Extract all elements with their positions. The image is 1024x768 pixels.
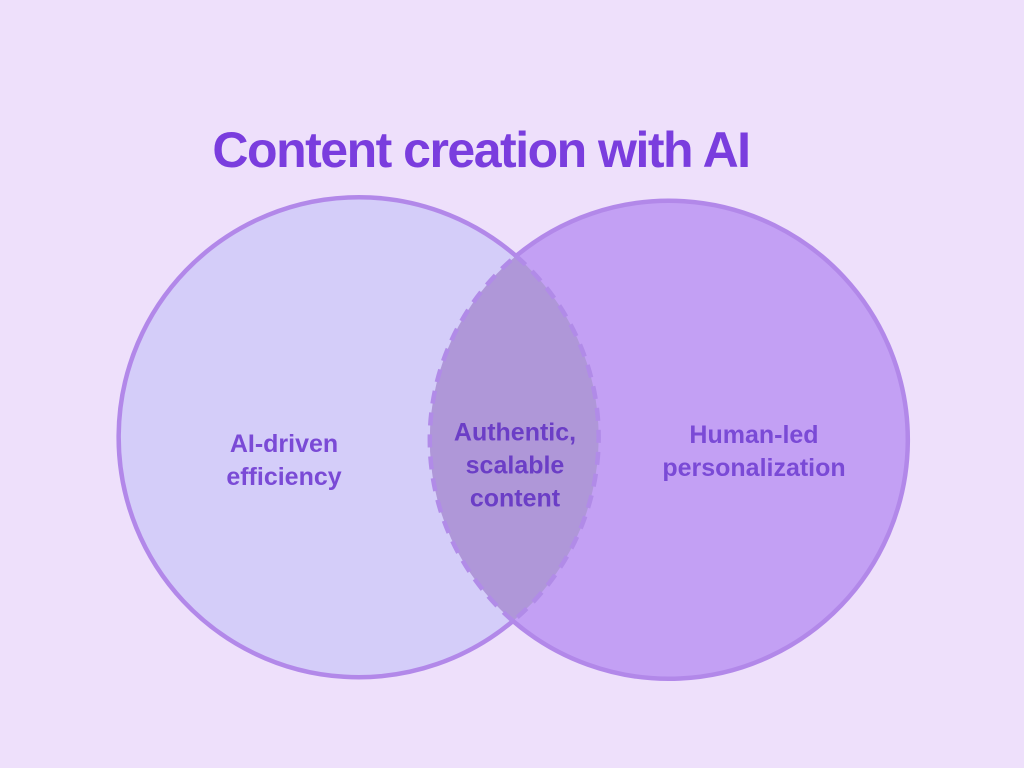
overlap-lens [429,256,599,621]
left-circle-label: AI-driven efficiency [226,430,342,491]
left-circle-outline [116,195,518,680]
overlap-label: Authentic, scalable content [453,418,577,513]
right-circle-label: Human-led personalization [662,421,846,482]
overlap-dashed-outline-left [511,254,601,623]
overlap-dashed-outline-right [427,254,518,623]
right-circle-outline [511,198,911,681]
page-title: Content creation with AI [212,121,751,178]
